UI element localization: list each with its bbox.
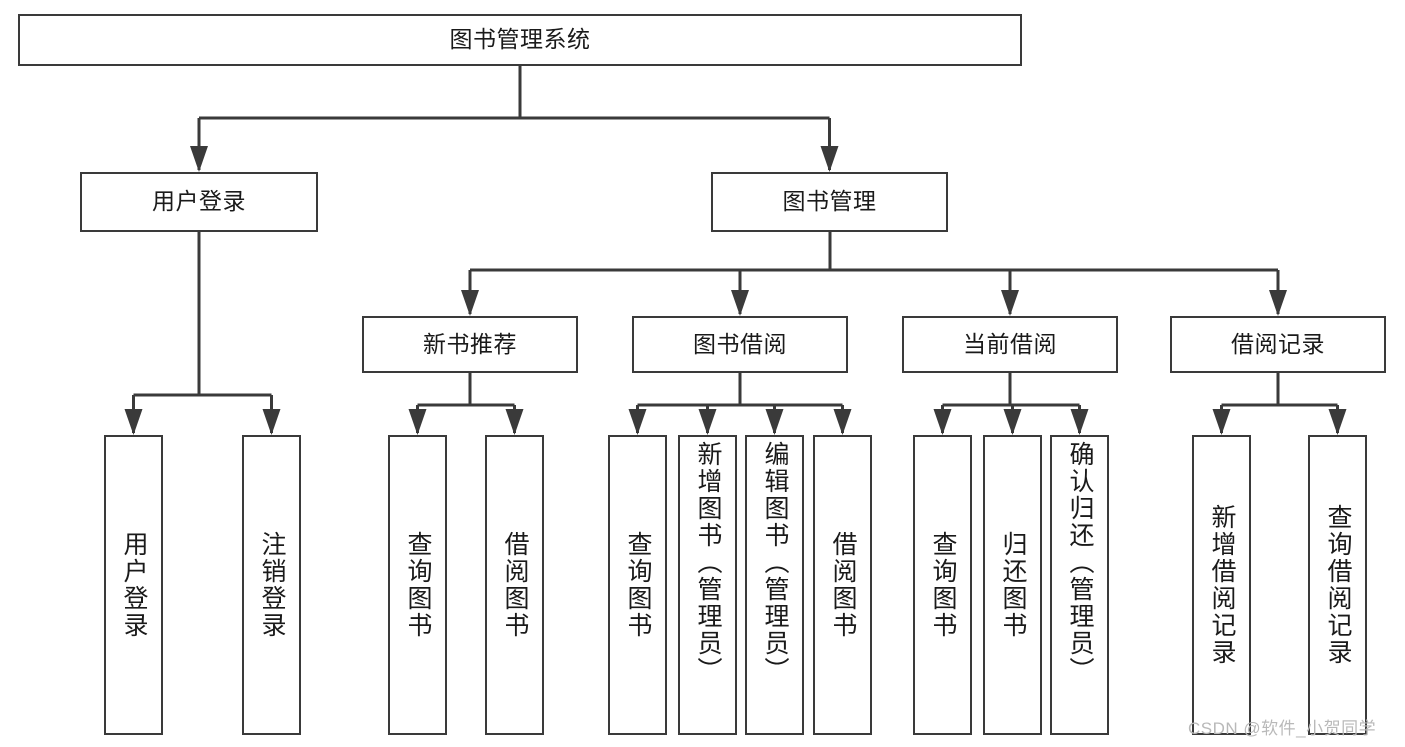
node-root[interactable]: 图书管理系统 bbox=[18, 14, 1022, 66]
arrow-head-6-0 bbox=[1212, 409, 1231, 435]
node-label: 新增借阅记录 bbox=[1208, 504, 1236, 666]
node-login[interactable]: 用户登录 bbox=[80, 172, 318, 232]
arrow-head-1-1 bbox=[731, 290, 749, 316]
node-records[interactable]: 借阅记录 bbox=[1170, 316, 1386, 373]
node-label: 查询图书 bbox=[404, 531, 432, 639]
arrow-head-4-3 bbox=[833, 409, 852, 435]
arrow-head-2-0 bbox=[124, 409, 143, 435]
node-label: 用户登录 bbox=[120, 531, 148, 639]
node-label: 图书管理 bbox=[782, 188, 877, 215]
arrow-head-1-0 bbox=[461, 290, 479, 316]
node-label: 借阅图书 bbox=[829, 531, 857, 639]
node-label: 归还图书 bbox=[999, 531, 1027, 639]
node-l7[interactable]: 编辑图书（管理员） bbox=[745, 435, 804, 735]
node-label: 查询图书 bbox=[624, 531, 652, 639]
arrow-head-5-2 bbox=[1070, 409, 1089, 435]
node-label: 确认归还（管理员） bbox=[1066, 441, 1094, 684]
node-l10[interactable]: 归还图书 bbox=[983, 435, 1042, 735]
node-borrow[interactable]: 图书借阅 bbox=[632, 316, 848, 373]
node-label: 图书借阅 bbox=[693, 330, 787, 357]
node-label: 注销登录 bbox=[258, 531, 286, 639]
arrow-head-1-2 bbox=[1001, 290, 1019, 316]
arrow-head-2-1 bbox=[262, 409, 281, 435]
node-label: 新增图书（管理员） bbox=[694, 441, 722, 684]
arrow-head-4-1 bbox=[698, 409, 717, 435]
node-l12[interactable]: 新增借阅记录 bbox=[1192, 435, 1251, 735]
node-label: 新书推荐 bbox=[423, 330, 517, 357]
node-label: 查询借阅记录 bbox=[1324, 504, 1352, 666]
arrow-head-1-3 bbox=[1269, 290, 1287, 316]
node-label: 图书管理系统 bbox=[449, 26, 591, 53]
node-l1[interactable]: 用户登录 bbox=[104, 435, 163, 735]
node-label: 编辑图书（管理员） bbox=[761, 441, 789, 684]
arrow-head-4-0 bbox=[628, 409, 647, 435]
node-label: 当前借阅 bbox=[963, 330, 1057, 357]
node-label: 借阅记录 bbox=[1231, 330, 1325, 357]
node-l4[interactable]: 借阅图书 bbox=[485, 435, 544, 735]
node-label: 借阅图书 bbox=[501, 531, 529, 639]
node-l9[interactable]: 查询图书 bbox=[913, 435, 972, 735]
node-l6[interactable]: 新增图书（管理员） bbox=[678, 435, 737, 735]
node-bookmgmt[interactable]: 图书管理 bbox=[711, 172, 948, 232]
node-l13[interactable]: 查询借阅记录 bbox=[1308, 435, 1367, 735]
arrow-head-3-0 bbox=[408, 409, 427, 435]
node-label: 用户登录 bbox=[152, 188, 246, 215]
arrow-head-5-1 bbox=[1003, 409, 1022, 435]
arrow-head-4-2 bbox=[765, 409, 784, 435]
node-l5[interactable]: 查询图书 bbox=[608, 435, 667, 735]
arrow-head-6-1 bbox=[1328, 409, 1347, 435]
node-l8[interactable]: 借阅图书 bbox=[813, 435, 872, 735]
arrow-head-0-1 bbox=[820, 146, 839, 172]
node-l2[interactable]: 注销登录 bbox=[242, 435, 301, 735]
arrow-head-5-0 bbox=[933, 409, 952, 435]
node-label: 查询图书 bbox=[929, 531, 957, 639]
node-current[interactable]: 当前借阅 bbox=[902, 316, 1118, 373]
node-l3[interactable]: 查询图书 bbox=[388, 435, 447, 735]
arrow-head-3-1 bbox=[505, 409, 524, 435]
arrow-head-0-0 bbox=[190, 146, 208, 172]
watermark: CSDN @软件_小贺同学 bbox=[1188, 719, 1377, 738]
node-newbooks[interactable]: 新书推荐 bbox=[362, 316, 578, 373]
node-l11[interactable]: 确认归还（管理员） bbox=[1050, 435, 1109, 735]
